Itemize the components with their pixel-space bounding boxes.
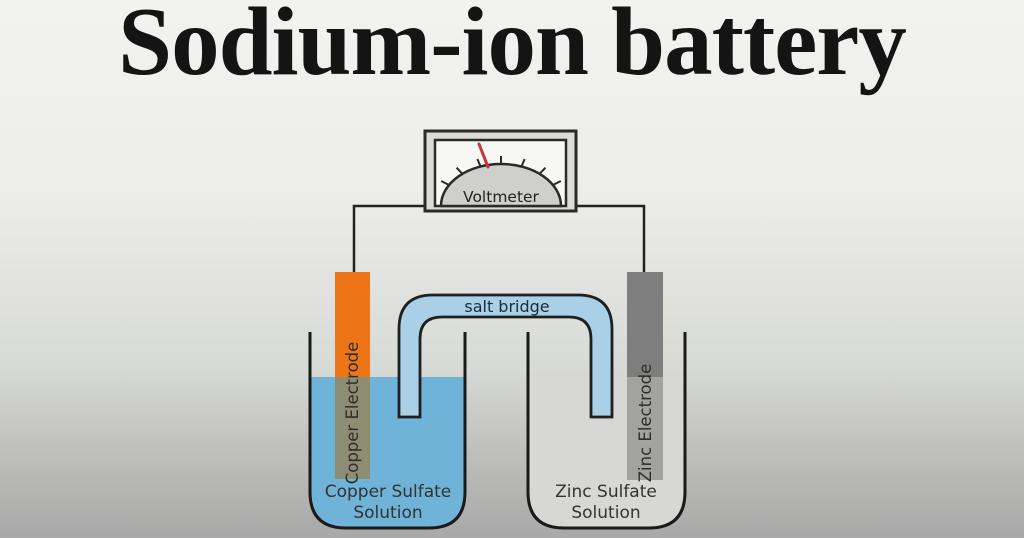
voltmeter-needle — [477, 142, 490, 169]
page-title: Sodium-ion battery — [118, 0, 907, 95]
zinc-electrode-submerged — [627, 377, 663, 480]
wire-right — [576, 204, 646, 272]
wire-left — [352, 204, 425, 272]
zinc-electrode — [627, 272, 663, 377]
zinc-electrode-label: Zinc Electrode — [636, 364, 655, 483]
right-beaker — [526, 332, 687, 530]
copper-electrode — [335, 272, 370, 377]
copper-solution-label-line2: Solution — [353, 503, 422, 523]
zinc-solution-label-line1: Zinc Sulfate — [555, 482, 657, 502]
copper-electrode-label: Copper Electrode — [343, 342, 362, 485]
salt-bridge — [397, 293, 614, 419]
voltmeter: Voltmeter — [423, 129, 578, 213]
left-beaker — [308, 332, 467, 530]
zinc-solution-label-line2: Solution — [571, 503, 640, 523]
salt-bridge-label: salt bridge — [464, 297, 549, 316]
voltmeter-ticks — [440, 156, 562, 186]
voltmeter-dial — [439, 162, 563, 208]
voltmeter-label: Voltmeter — [463, 188, 540, 206]
copper-electrode-submerged — [335, 377, 370, 479]
copper-solution-label-line1: Copper Sulfate — [325, 482, 452, 502]
